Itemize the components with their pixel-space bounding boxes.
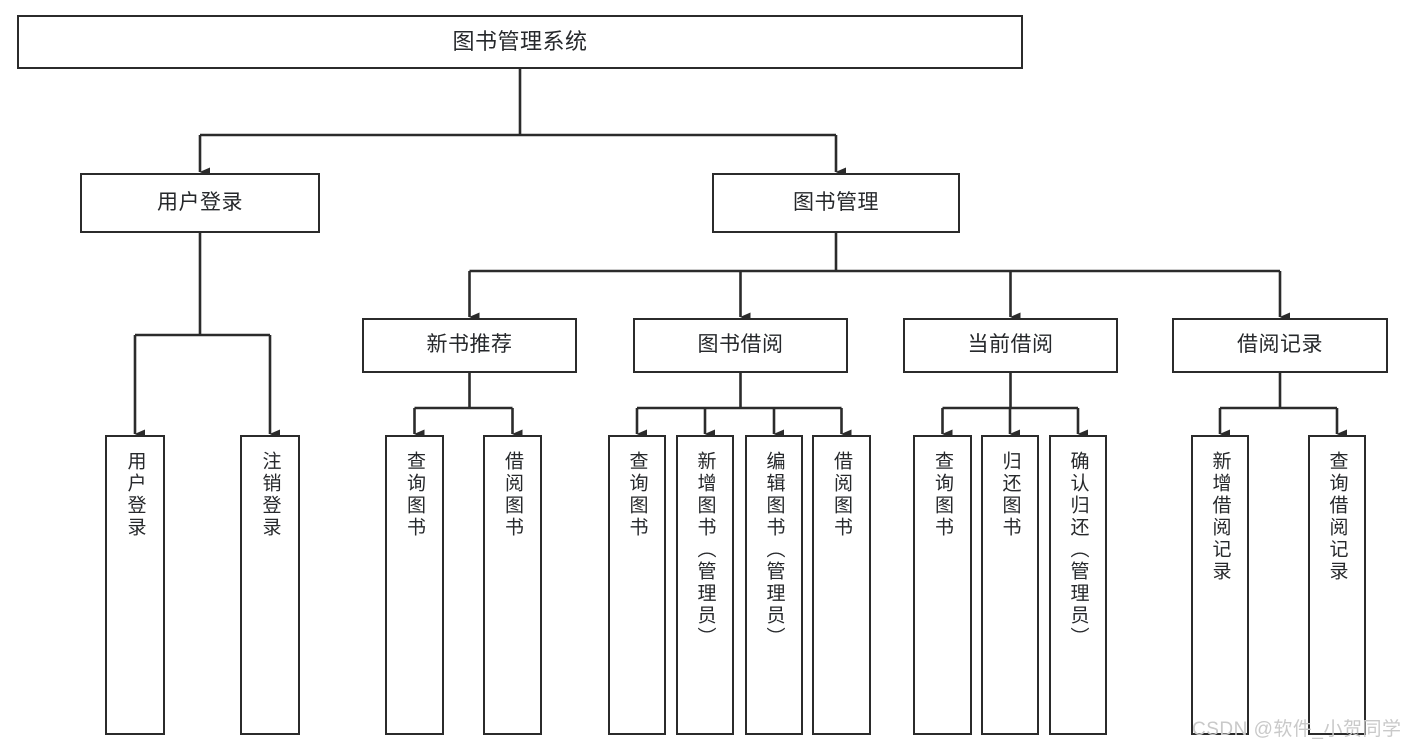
node-label: 查询借阅记录: [1326, 451, 1348, 583]
node-label: 图书管理: [793, 190, 879, 214]
node-label: 归还图书: [999, 451, 1021, 539]
node-leaf-new-1[interactable]: 查询图书: [385, 435, 444, 735]
node-label: 借阅图书: [502, 451, 523, 539]
node-bookmgmt[interactable]: 图书管理: [712, 173, 960, 233]
node-label: 当前借阅: [967, 333, 1054, 357]
node-root[interactable]: 图书管理系统: [17, 15, 1023, 69]
node-label: 注销登录: [259, 451, 281, 539]
node-label: 查询图书: [404, 451, 425, 539]
node-label: 借阅图书: [831, 451, 852, 539]
node-leaf-borrow-3[interactable]: 编辑图书（管理员）: [745, 435, 803, 735]
node-leaf-login-2[interactable]: 注销登录: [240, 435, 300, 735]
node-leaf-cur-3[interactable]: 确认归还（管理员）: [1049, 435, 1107, 735]
node-records[interactable]: 借阅记录: [1172, 318, 1388, 373]
node-leaf-borrow-2[interactable]: 新增图书（管理员）: [676, 435, 734, 735]
node-label: 用户登录: [124, 451, 146, 539]
node-label: 借阅记录: [1237, 333, 1323, 357]
node-label: 查询图书: [626, 451, 648, 539]
node-leaf-cur-2[interactable]: 归还图书: [981, 435, 1039, 735]
node-label: 新增借阅记录: [1209, 451, 1231, 583]
node-label: 编辑图书（管理员）: [763, 451, 785, 649]
node-label: 图书管理系统: [452, 29, 588, 55]
node-leaf-rec-2[interactable]: 查询借阅记录: [1308, 435, 1366, 735]
node-label: 图书借阅: [697, 333, 784, 357]
node-current[interactable]: 当前借阅: [903, 318, 1118, 373]
node-label: 确认归还（管理员）: [1067, 451, 1089, 649]
node-label: 新书推荐: [426, 333, 513, 357]
node-borrow[interactable]: 图书借阅: [633, 318, 848, 373]
node-newbook[interactable]: 新书推荐: [362, 318, 577, 373]
node-leaf-rec-1[interactable]: 新增借阅记录: [1191, 435, 1249, 735]
node-label: 用户登录: [157, 190, 243, 214]
node-label: 新增图书（管理员）: [694, 451, 716, 649]
node-leaf-cur-1[interactable]: 查询图书: [913, 435, 972, 735]
node-login[interactable]: 用户登录: [80, 173, 320, 233]
node-label: 查询图书: [932, 451, 953, 539]
node-leaf-borrow-4[interactable]: 借阅图书: [812, 435, 871, 735]
node-leaf-borrow-1[interactable]: 查询图书: [608, 435, 666, 735]
node-leaf-new-2[interactable]: 借阅图书: [483, 435, 542, 735]
node-leaf-login-1[interactable]: 用户登录: [105, 435, 165, 735]
